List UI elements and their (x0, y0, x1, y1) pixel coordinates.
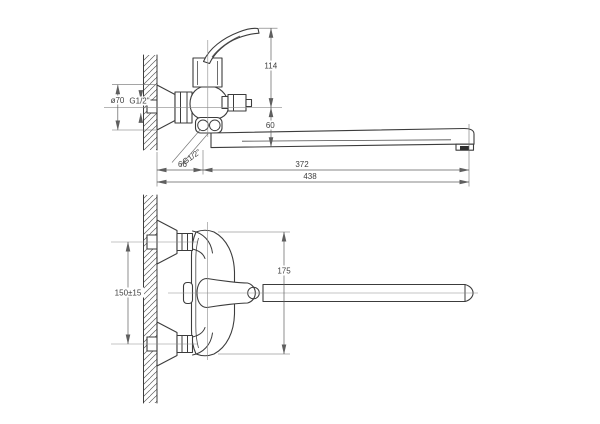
dim-label-handle-height: 114 (264, 61, 277, 70)
dim-label-wall-to-pivot: 66 (178, 160, 187, 169)
dim-total-reach: 438 (156, 172, 470, 185)
aerator-outlet (460, 146, 469, 151)
dim-body-span: 175 (218, 231, 293, 355)
dim-pivot-to-outlet: 372 (202, 160, 470, 173)
dim-label-body-span: 175 (277, 266, 291, 275)
dim-flange-diameter: ø70 (107, 84, 156, 131)
spout-side (210, 127, 475, 151)
dim-label-spout-drop: 60 (266, 121, 275, 130)
dim-label-total-reach: 438 (303, 172, 317, 181)
dim-spout-drop: 60 (263, 107, 278, 148)
handle-lever-side (202, 27, 260, 65)
thread-label-inlet: G1/2" (128, 90, 151, 123)
side-elevation-view: ø70 G1/2" 114 60 G1/2" (104, 27, 475, 187)
dim-label-pivot-to-outlet: 372 (295, 160, 309, 169)
dim-label-flange-diameter: ø70 (111, 96, 125, 105)
svg-text:G1/2": G1/2" (129, 97, 149, 106)
dim-inlet-spacing: 150±15 (112, 241, 144, 345)
dim-label-inlet-spacing: 150±15 (115, 289, 142, 298)
spout-pivot-nut (194, 116, 223, 134)
diverter-knob (221, 93, 253, 112)
plan-view: 150±15 175 (111, 194, 478, 404)
dim-handle-height: 114 (259, 27, 280, 109)
